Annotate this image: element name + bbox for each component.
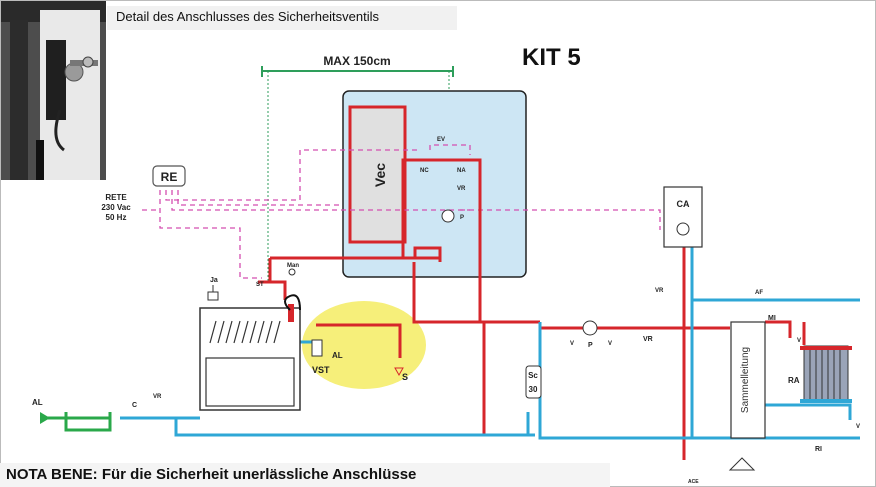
drain-symbol [728,457,756,471]
label-c: C [132,402,137,409]
label-v-1: V [570,341,574,347]
footer-note: NOTA BENE: Für die Sicherheit unerlässli… [6,466,417,483]
safety-valve-highlight [302,301,426,389]
label-al-feed: AL [32,398,43,407]
label-vr-pump: VR [643,336,653,343]
vessel-label: Vec [372,163,388,187]
label-ace: ACE [688,479,699,485]
label-ra: RA [788,376,800,385]
label-na: NA [457,168,466,174]
boiler-ca [663,186,703,248]
regulator-label: RE [161,170,178,184]
valve-label-vst: VST [312,365,330,375]
mains-label-1: RETE [105,193,127,202]
feed-pipe [40,412,112,432]
manifold-label: Sammelleitung [740,347,751,413]
label-ri: RI [815,446,822,453]
label-v-2: V [608,341,612,347]
mains-label-2: 230 Vac [101,203,131,212]
radiator [803,345,849,403]
label-nc: NC [420,168,429,174]
label-p-tank: P [460,215,464,221]
label-man: Man [287,263,299,269]
label-st: ST [256,282,264,288]
expansion-vessel [348,105,407,244]
label-sc: Sc [528,371,538,380]
label-v-radiator-1: V [797,338,801,344]
label-p-pump: P [588,342,593,349]
label-ca: CA [677,199,690,209]
manifold [730,321,766,439]
label-af: AF [755,290,763,296]
valve-label-s: S [402,372,408,382]
max-distance-label: MAX 150cm [323,54,390,68]
valve-photo-drawing [0,0,106,180]
label-mi: MI [768,315,776,322]
mains-label-3: 50 Hz [106,213,127,222]
valve-label-al: AL [332,351,343,360]
kit-label: KIT 5 [522,44,581,71]
heat-meter [525,365,542,399]
valve-detail-photo [0,0,106,180]
boiler-coil [209,320,281,344]
label-vr-tank: VR [457,186,466,192]
feed-arrow [40,412,50,424]
pump [582,320,598,336]
label-vr-ca: VR [655,288,664,294]
label-v-radiator-2: V [856,424,860,430]
label-ja: Ja [210,277,218,284]
label-sc-number: 30 [529,385,538,394]
header-bar [107,6,457,30]
cold-water-pipes [120,238,860,440]
electric-wiring [142,144,661,279]
footer-bar [0,463,610,487]
label-ev: EV [437,137,445,143]
label-vr-feed: VR [153,394,162,400]
regulator-box [152,165,186,187]
page-title: Detail des Anschlusses des Sicherheitsve… [116,9,380,24]
